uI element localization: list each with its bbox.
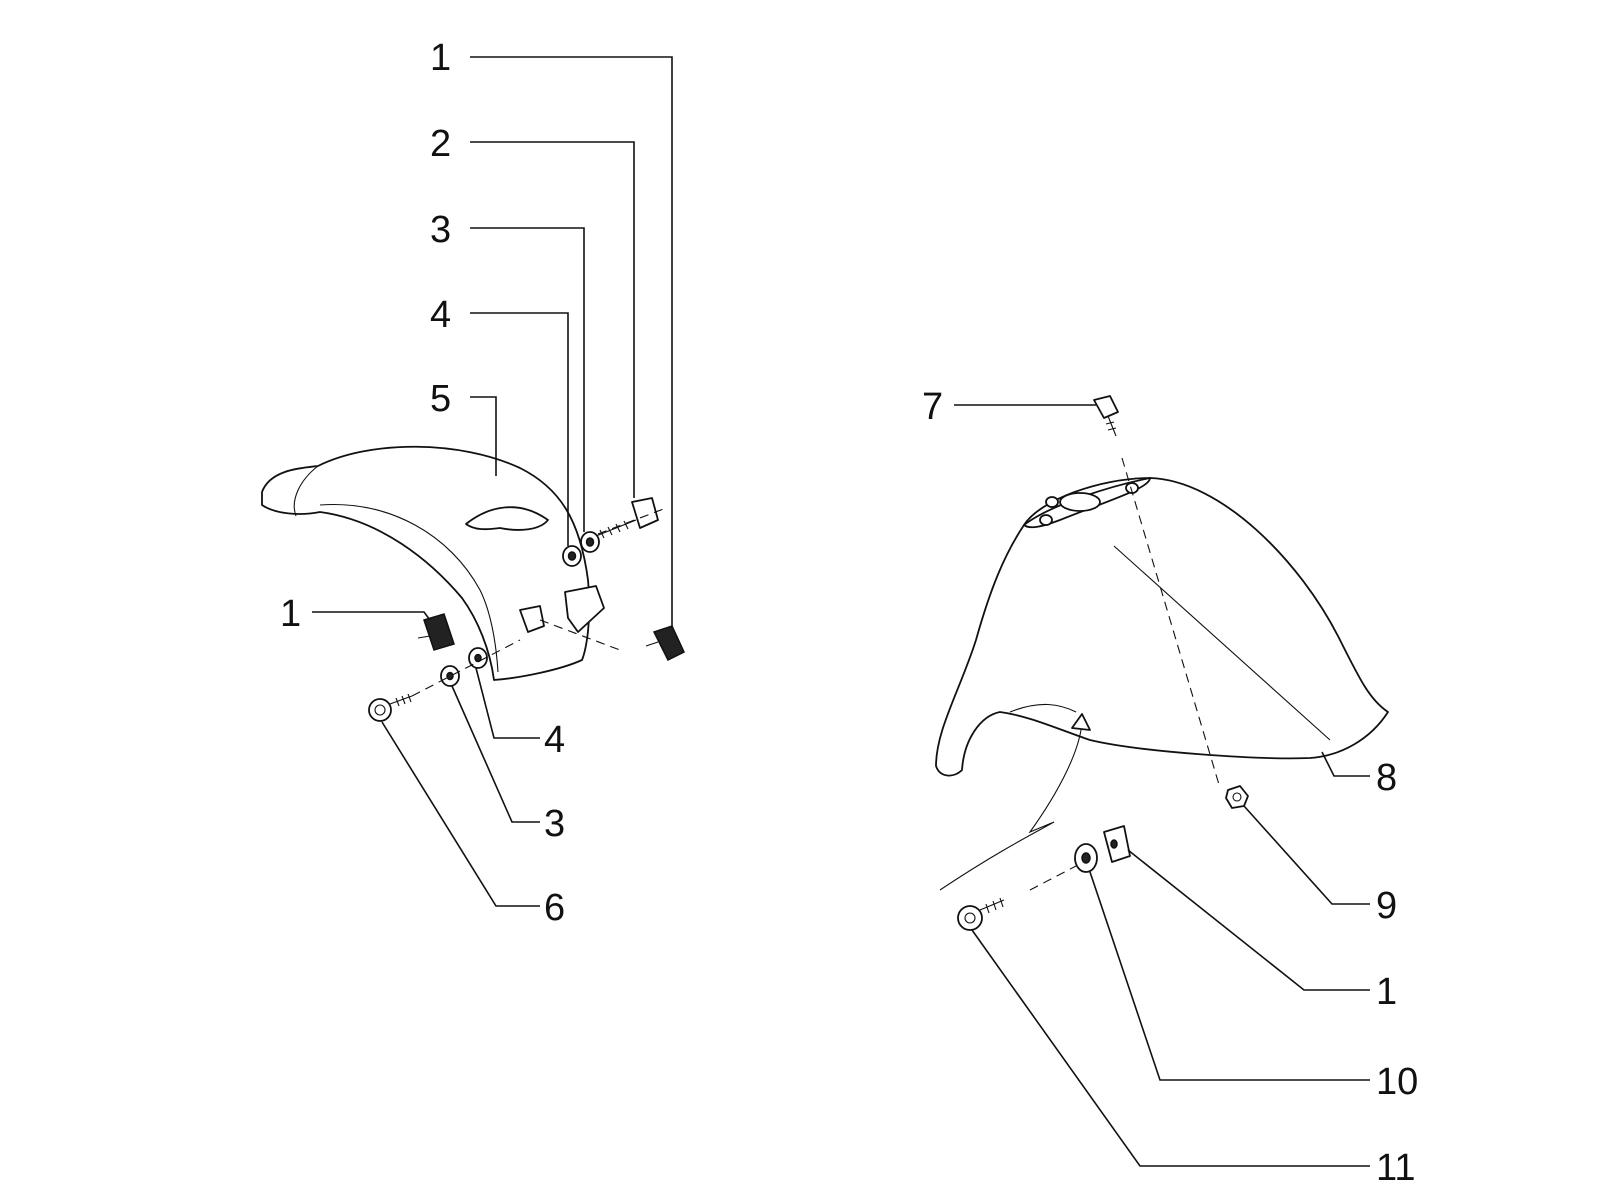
screw-icon <box>957 897 1005 931</box>
nut-icon <box>1225 785 1249 809</box>
screw-icon <box>368 693 413 722</box>
callout-label: 9 <box>1376 885 1397 927</box>
mudguard-bracket-clip <box>519 605 545 633</box>
rear-mudguard-assembly <box>261 445 605 681</box>
clip-nut-icon <box>652 625 685 662</box>
callout-label: 8 <box>1376 757 1397 799</box>
assembly-arrow <box>939 721 1083 891</box>
screw-icon <box>1093 395 1119 437</box>
bolt-icon <box>595 497 659 539</box>
clip-nut-icon <box>423 613 455 651</box>
front-fasteners <box>957 395 1249 931</box>
front-mudguard <box>935 477 1389 777</box>
rear-mudguard-inner-edge <box>293 465 319 517</box>
callout-label: 1 <box>280 593 301 635</box>
callout-label: 5 <box>430 378 451 420</box>
callout-label: 1 <box>430 37 451 79</box>
callout-label: 7 <box>922 386 943 428</box>
callout-label: 4 <box>430 294 451 336</box>
mudguard-bracket <box>564 585 605 633</box>
callout-labels: 1 2 3 4 5 1 4 3 6 7 8 9 1 10 11 <box>280 37 1418 1189</box>
callout-label: 3 <box>544 803 565 845</box>
callout-label: 2 <box>430 123 451 165</box>
callout-label: 4 <box>544 719 565 761</box>
rear-mudguard-rib <box>465 506 549 531</box>
callout-label: 10 <box>1376 1061 1418 1103</box>
front-mudguard-assembly <box>935 457 1389 891</box>
callout-label: 1 <box>1376 971 1397 1013</box>
leader-lines <box>312 56 1370 1167</box>
callout-label: 3 <box>430 209 451 251</box>
rear-fasteners <box>368 497 685 722</box>
rear-mudguard-contour <box>319 503 499 673</box>
rear-mudguard <box>261 445 591 681</box>
callout-label: 11 <box>1376 1147 1415 1189</box>
callout-label: 6 <box>544 887 565 929</box>
